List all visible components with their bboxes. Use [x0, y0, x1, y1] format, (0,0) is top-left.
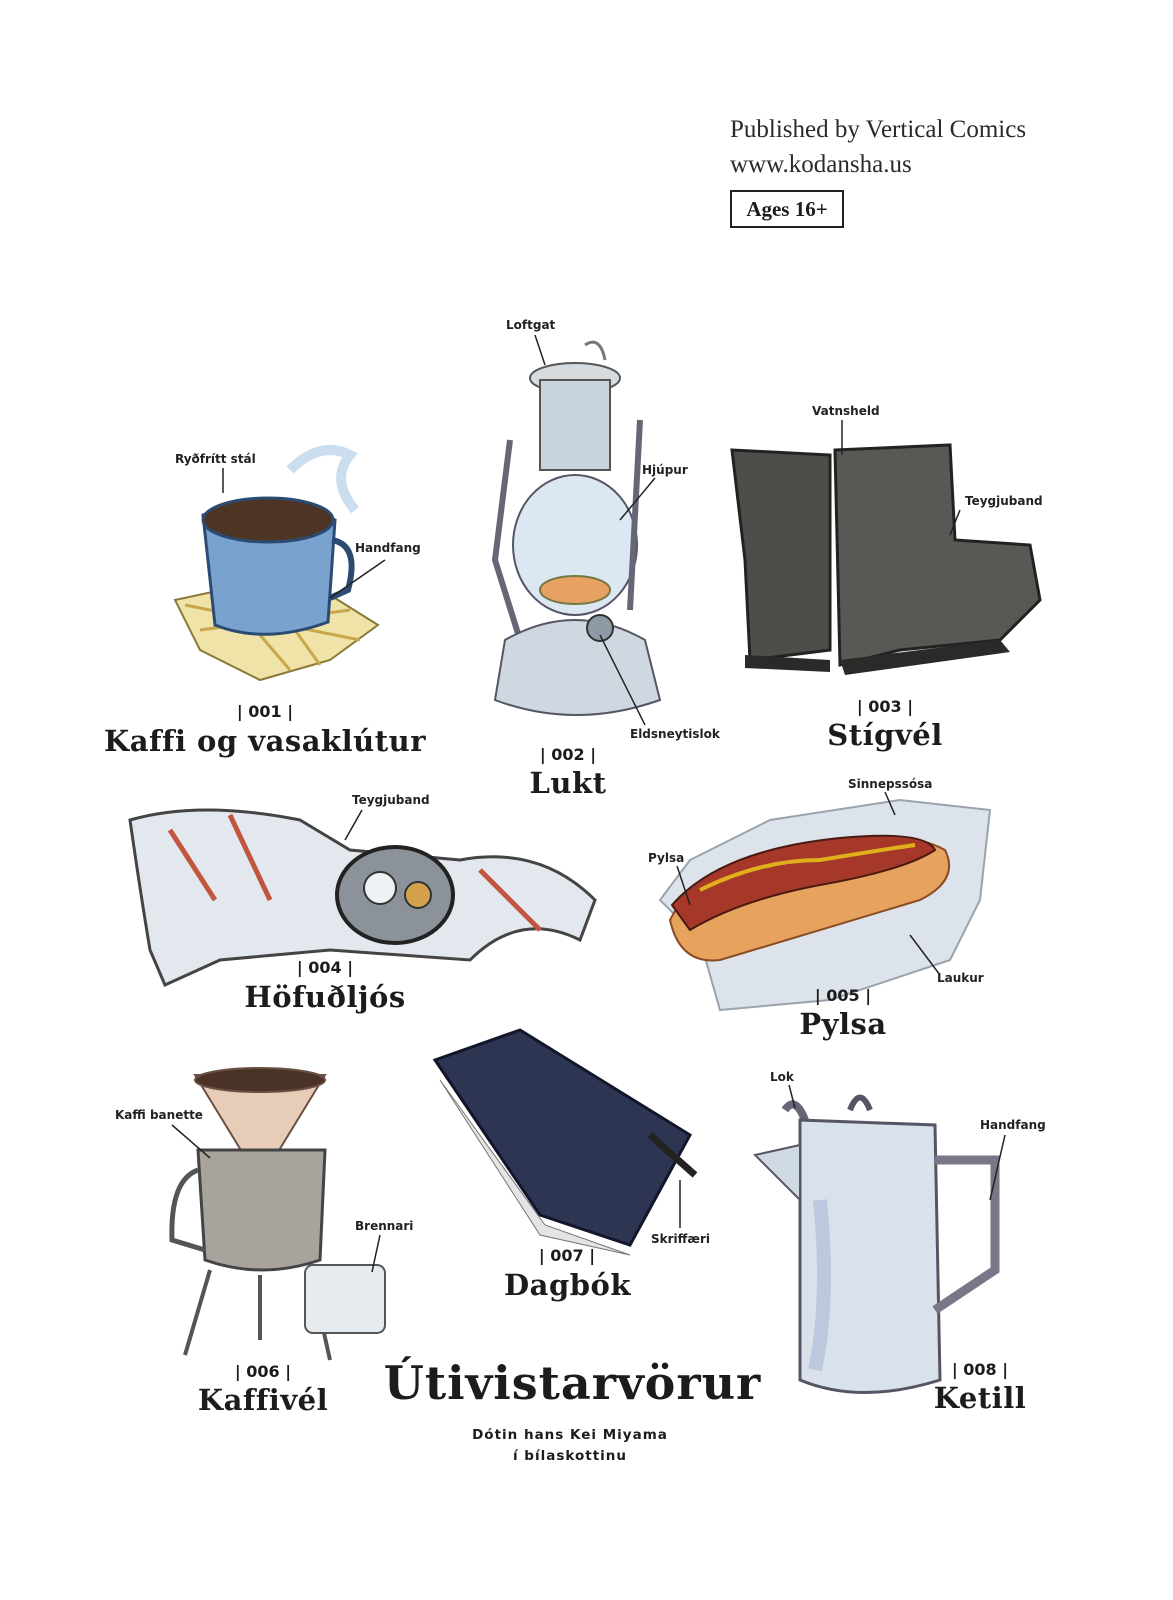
publisher-url: www.kodansha.us [730, 151, 912, 178]
page-subtitle: Dótin hans Kei Miyama í bílaskottinu [420, 1425, 720, 1467]
item-001-number: | 001 | [236, 702, 294, 721]
callout-leader-lines [171, 334, 1006, 1273]
callout-vent: Loftgat [506, 318, 556, 332]
item-002-number: | 002 | [539, 745, 597, 764]
callout-kettle-handle: Handfang [980, 1118, 1046, 1132]
kettle-illustration [753, 1094, 1000, 1394]
item-004-number: | 004 | [296, 958, 354, 977]
item-004-name: Höfuðljós [244, 980, 406, 1014]
boots-illustration [730, 443, 1042, 675]
item-002-name: Lukt [529, 766, 607, 800]
callout-burner: Brennari [355, 1219, 414, 1233]
item-001-name: Kaffi og vasaklútur [104, 724, 426, 758]
item-007-name: Dagbók [504, 1268, 631, 1302]
headlamp-illustration [128, 808, 597, 987]
callout-pen: Skriffæri [651, 1232, 710, 1246]
lantern-illustration [491, 340, 662, 716]
item-005-name: Pylsa [799, 1007, 887, 1041]
subtitle-line-2: í bílaskottinu [512, 1448, 628, 1464]
item-007-number: | 007 | [538, 1246, 596, 1265]
publisher-block: Published by Vertical Comics www.kodansh… [730, 112, 1026, 182]
callout-mustard: Sinnepssósa [848, 777, 933, 791]
item-006-name: Kaffivél [197, 1383, 329, 1417]
age-rating-badge: Ages 16+ [730, 190, 844, 228]
diary-illustration [432, 1028, 698, 1256]
item-008-name: Ketill [933, 1381, 1027, 1415]
publisher-name: Published by Vertical Comics [730, 116, 1027, 143]
item-006-number: | 006 | [234, 1362, 292, 1381]
callout-stainless-steel: Ryðfrítt stál [175, 452, 256, 466]
callout-sausage: Pylsa [648, 851, 685, 865]
subtitle-line-1: Dótin hans Kei Miyama [472, 1427, 668, 1443]
callout-lid: Lok [770, 1070, 794, 1084]
callout-mug-handle: Handfang [355, 541, 421, 555]
mug-illustration [173, 445, 380, 682]
callout-onion: Laukur [937, 971, 984, 985]
item-005-number: | 005 | [814, 986, 872, 1005]
page-title: Útivistarvörur [383, 1356, 762, 1410]
item-008-number: | 008 | [951, 1360, 1009, 1379]
item-003-number: | 003 | [856, 697, 914, 716]
callout-globe: Hjúpur [642, 463, 688, 477]
callout-coffee-dripper: Kaffi banette [115, 1108, 203, 1122]
coffee-maker-illustration [169, 1067, 386, 1361]
callout-waterproof: Vatnsheld [812, 404, 880, 418]
hotdog-illustration [658, 798, 992, 1012]
callout-fuel-cap: Eldsneytislok [630, 727, 720, 741]
callout-headlamp-strap: Teygjuband [352, 793, 430, 807]
item-003-name: Stígvél [827, 718, 943, 752]
callout-boot-elastic: Teygjuband [965, 494, 1043, 508]
